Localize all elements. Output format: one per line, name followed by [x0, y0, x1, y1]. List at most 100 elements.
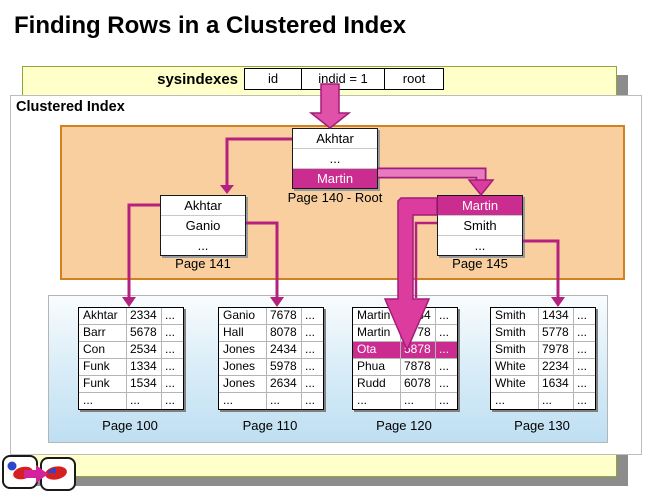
cell-name: Smith [491, 342, 539, 358]
node-row: Akhtar [316, 131, 354, 146]
cell-value: 6078 [401, 376, 436, 392]
sysindexes-cell-id: id [244, 68, 302, 90]
root-node-page-140: Akhtar ... Martin [292, 128, 378, 189]
cell-more: ... [439, 376, 450, 390]
cell-value: 1234 [401, 308, 436, 324]
cell-more: ... [165, 376, 176, 390]
page-110-label: Page 110 [242, 418, 298, 433]
cell-name: Phua [353, 359, 401, 375]
page-100-label: Page 100 [102, 418, 158, 433]
cell-name: Ota [353, 342, 401, 358]
cell-value: 7778 [401, 325, 436, 341]
cell-name: ... [79, 393, 127, 409]
cell-value: 8078 [267, 325, 302, 341]
cell-value: 1434 [539, 308, 574, 324]
cell-value: 2534 [127, 342, 162, 358]
cell-value: 1634 [539, 376, 574, 392]
cell-value: 2334 [127, 308, 162, 324]
table-row: ......... [353, 392, 457, 409]
cell-name: Barr [79, 325, 127, 341]
cell-more: ... [577, 376, 588, 390]
page-title: Finding Rows in a Clustered Index [14, 12, 407, 39]
cell-more: ... [165, 308, 176, 322]
page-141-label: Page 141 [175, 256, 231, 271]
page-145-label: Page 145 [452, 256, 508, 271]
cell-more: ... [305, 308, 316, 322]
cell-more: ... [577, 308, 588, 322]
cell-name: White [491, 359, 539, 375]
cell-name: ... [353, 393, 401, 409]
cell-more: ... [439, 359, 450, 373]
node-row-highlighted: Martin [438, 196, 522, 215]
sysindexes-table: id indid = 1 root [244, 68, 444, 90]
table-row: ......... [79, 392, 183, 409]
pie-chart-slide-icon [45, 466, 67, 480]
cell-value: ... [267, 393, 302, 409]
cell-name: Jones [219, 359, 267, 375]
cell-more: ... [439, 325, 450, 339]
page-120-label: Page 120 [376, 418, 432, 433]
cell-more: ... [305, 376, 316, 390]
cell-name: Funk [79, 359, 127, 375]
node-row-highlighted: Martin [293, 168, 377, 188]
cell-value: ... [539, 393, 574, 409]
sysindexes-cell-root: root [385, 68, 444, 90]
cell-value: ... [127, 393, 162, 409]
node-row: ... [293, 148, 377, 168]
cell-value: 2634 [267, 376, 302, 392]
intermediate-node-page-145: Martin Smith ... [437, 195, 523, 256]
cell-more: ... [439, 308, 450, 322]
cell-value: 5778 [539, 325, 574, 341]
cell-more: ... [577, 359, 588, 373]
cell-value: 1334 [127, 359, 162, 375]
cell-name: Martin [353, 308, 401, 324]
node-row: ... [161, 235, 245, 255]
cell-name: ... [219, 393, 267, 409]
cell-name: Akhtar [79, 308, 127, 324]
cell-value: 2434 [267, 342, 302, 358]
cell-more: ... [577, 342, 588, 356]
cell-more: ... [305, 325, 316, 339]
cell-name: Martin [353, 325, 401, 341]
cell-more: ... [305, 393, 316, 407]
cell-more: ... [165, 393, 176, 407]
sysindexes-cell-indid: indid = 1 [302, 68, 385, 90]
cell-value: 7978 [539, 342, 574, 358]
cell-name: Con [79, 342, 127, 358]
cell-value: 1534 [127, 376, 162, 392]
page-140-label: Page 140 - Root [287, 190, 383, 205]
cell-name: Jones [219, 342, 267, 358]
page-130-label: Page 130 [514, 418, 570, 433]
cell-value: 7878 [401, 359, 436, 375]
cell-more: ... [305, 342, 316, 356]
cell-value: 5878 [401, 342, 436, 358]
cell-more: ... [439, 393, 450, 407]
table-row: ......... [219, 392, 323, 409]
cell-name: Smith [491, 325, 539, 341]
clustered-index-label: Clustered Index [16, 99, 125, 115]
cell-more: ... [577, 393, 588, 407]
intermediate-node-page-141: Akhtar Ganio ... [160, 195, 246, 256]
cell-more: ... [577, 325, 588, 339]
sysindexes-label: sysindexes [157, 71, 238, 88]
cell-name: Ganio [219, 308, 267, 324]
node-row: Akhtar [184, 198, 222, 213]
cell-name: Smith [491, 308, 539, 324]
